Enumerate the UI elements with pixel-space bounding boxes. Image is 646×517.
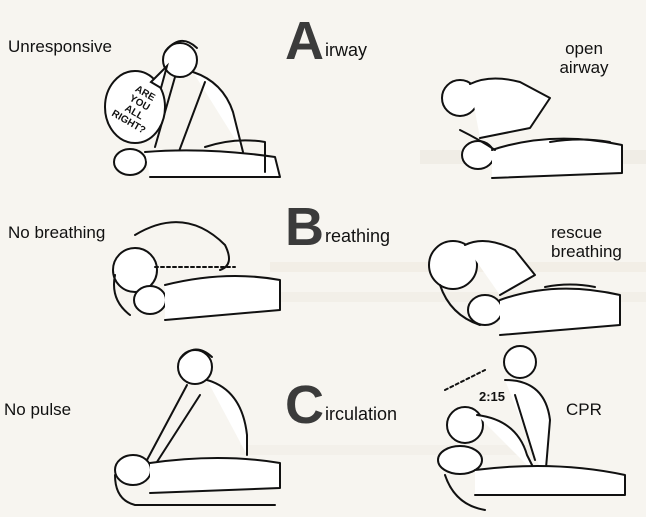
illustration-no-breathing xyxy=(95,205,285,340)
illustration-unresponsive xyxy=(85,12,285,192)
illustration-no-pulse xyxy=(95,345,285,515)
label-open-airway-line1: open xyxy=(548,40,620,59)
illustration-open-airway xyxy=(430,70,630,190)
illustration-rescue-breathing xyxy=(425,225,625,345)
step-letter-c: C xyxy=(285,378,324,432)
step-rest-breathing: reathing xyxy=(325,226,390,254)
step-breathing: B reathing xyxy=(285,200,390,254)
label-no-pulse: No pulse xyxy=(4,401,71,420)
step-letter-b: B xyxy=(285,200,324,254)
step-airway: A irway xyxy=(285,14,367,68)
step-rest-circulation: irculation xyxy=(325,404,397,432)
step-letter-a: A xyxy=(285,14,324,68)
illustration-cpr xyxy=(425,340,635,515)
label-no-breathing: No breathing xyxy=(8,224,105,243)
step-rest-airway: irway xyxy=(325,40,367,68)
step-circulation: C irculation xyxy=(285,378,397,432)
